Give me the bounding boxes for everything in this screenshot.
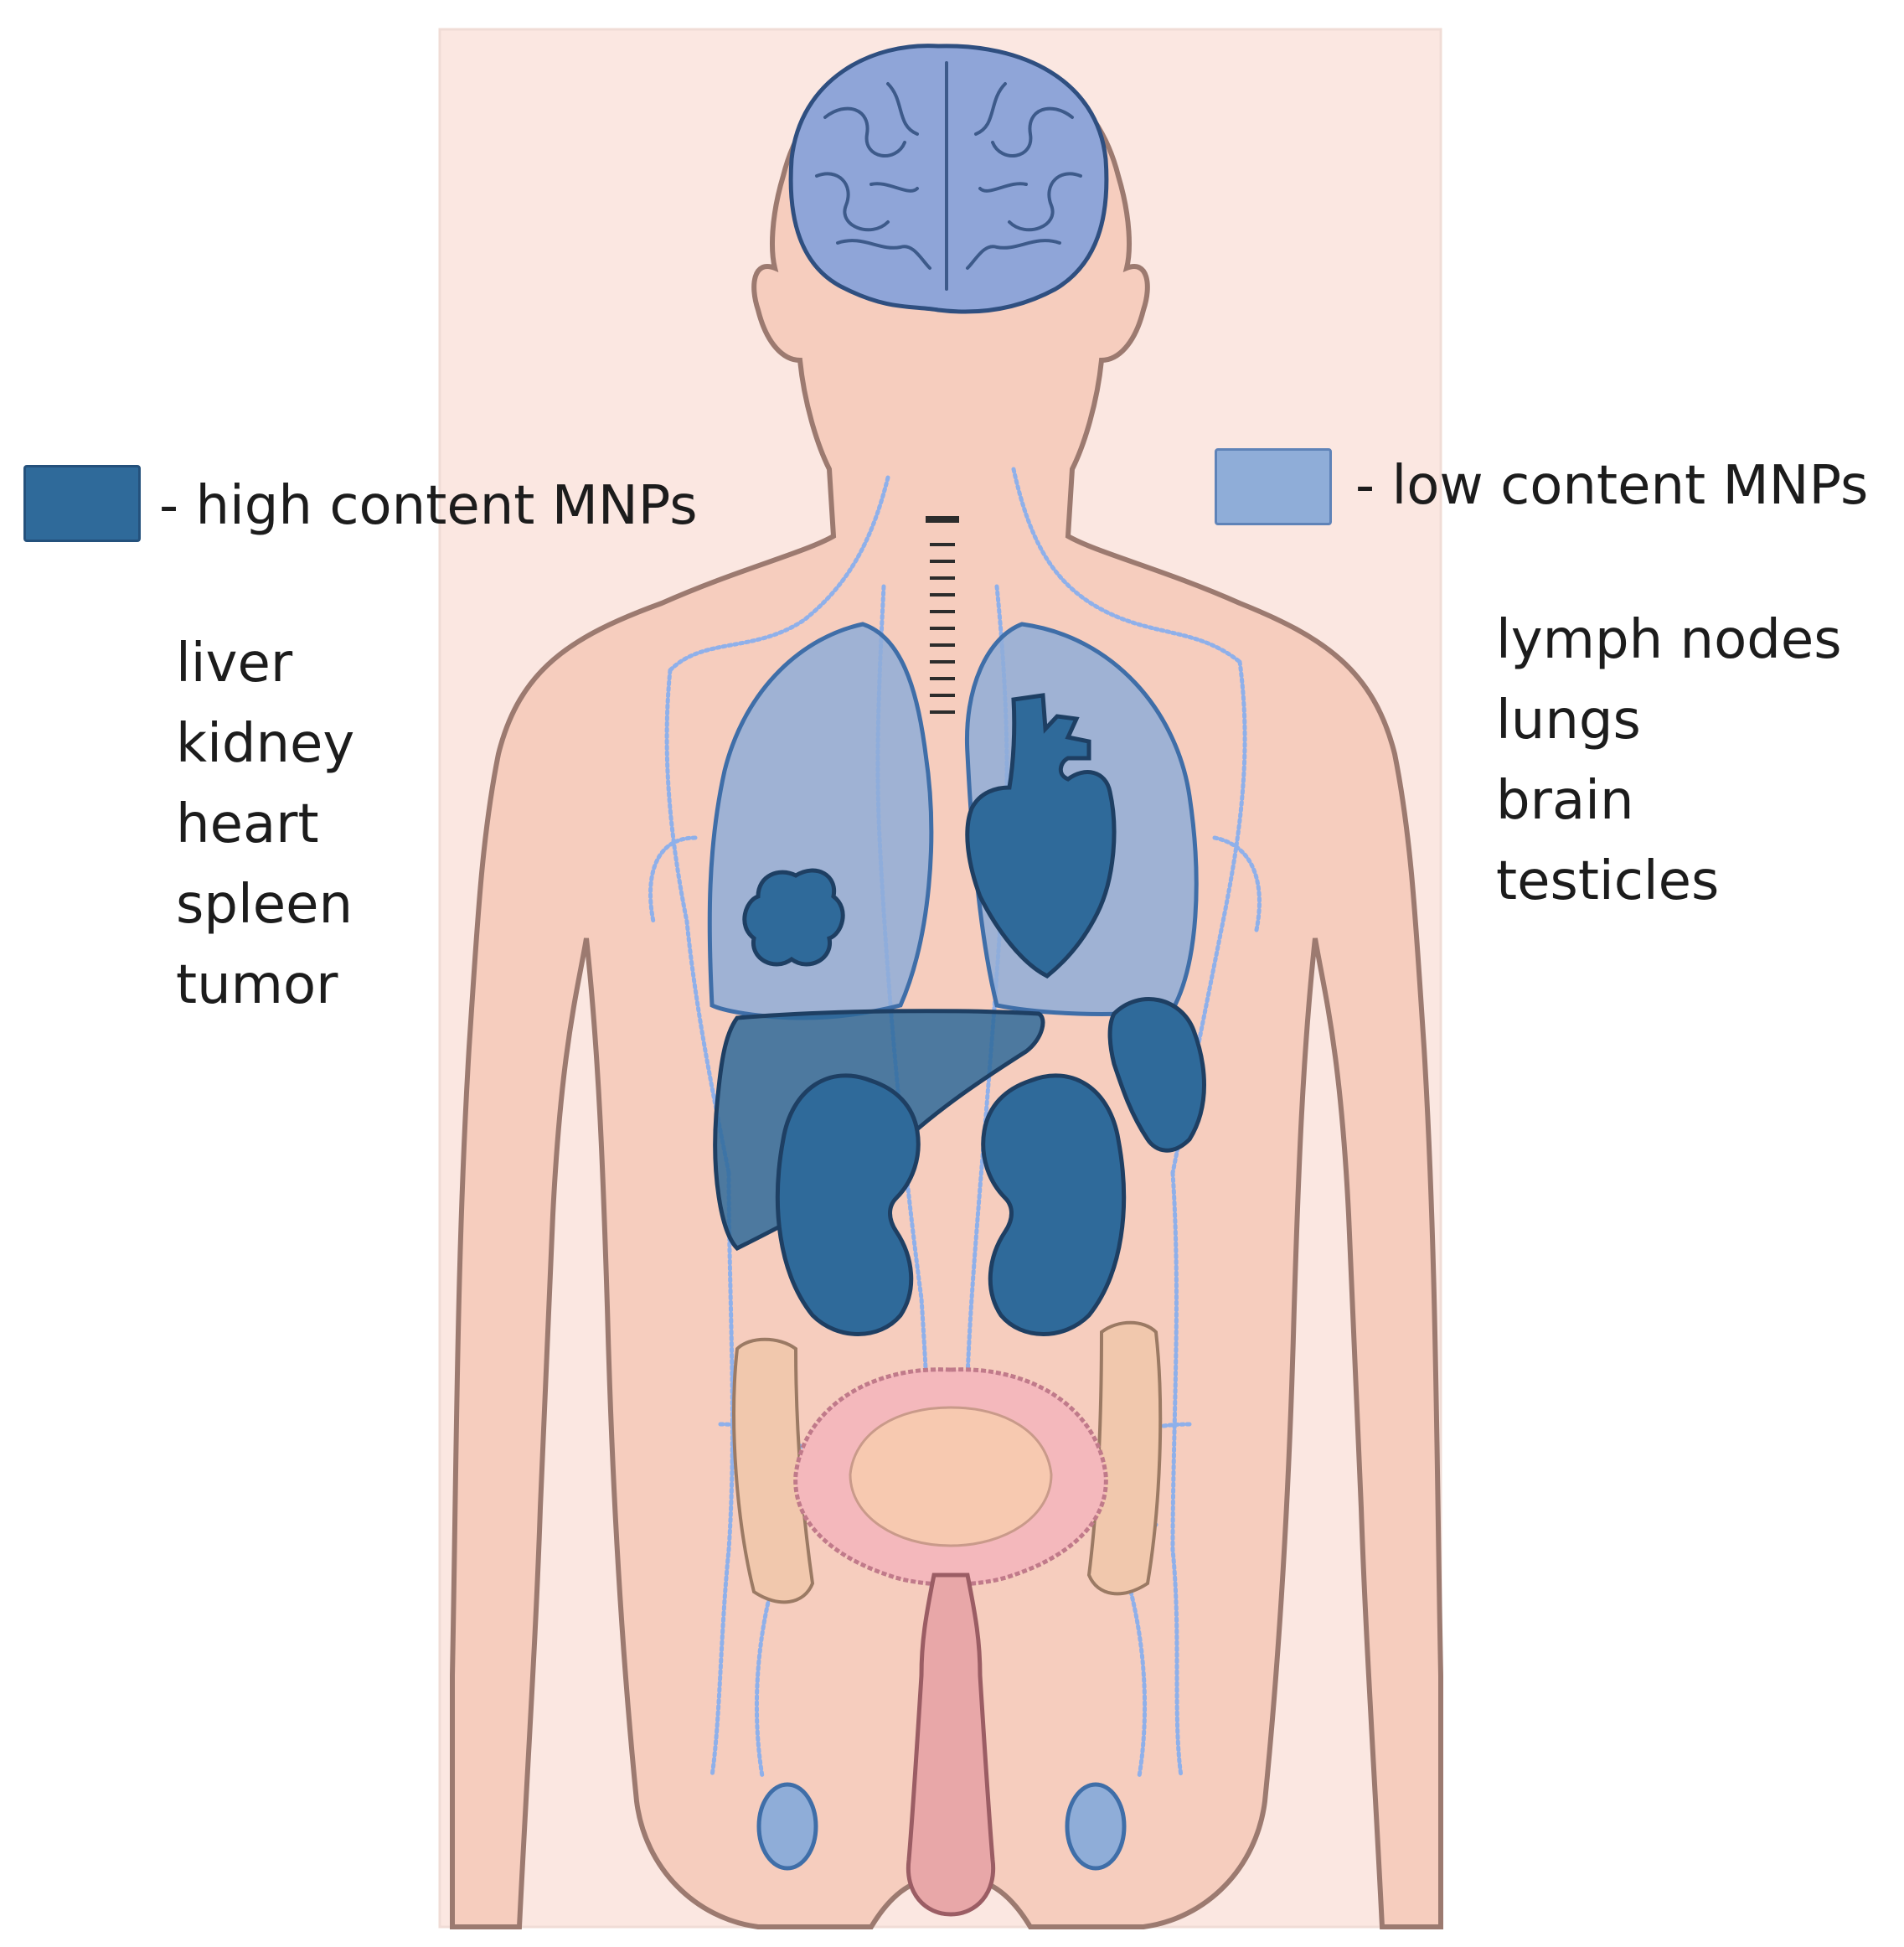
organ-label: tumor <box>176 954 338 1016</box>
organ-label: liver <box>176 633 293 695</box>
organ-label: spleen <box>176 874 353 936</box>
organ-label: brain <box>1496 770 1634 832</box>
organ-label: lymph nodes <box>1496 609 1842 671</box>
legend-low-swatch <box>1215 448 1332 525</box>
legend-high-swatch <box>23 465 141 542</box>
organ-label: testicles <box>1496 850 1720 912</box>
bladder <box>793 1367 1108 1587</box>
legend-low-label: - low content MNPs <box>1355 455 1869 517</box>
tumor <box>742 868 845 967</box>
spleen <box>1107 997 1206 1153</box>
trachea <box>926 516 959 714</box>
left-testicle <box>1065 1782 1127 1871</box>
genitals <box>906 1573 996 1917</box>
organ-label: lungs <box>1496 689 1641 751</box>
high-content-organ-list: liver kidney heart spleen tumor <box>176 623 354 1025</box>
right-testicle <box>756 1782 818 1871</box>
heart <box>965 693 1117 979</box>
left-kidney <box>981 1073 1127 1336</box>
legend-high-label: - high content MNPs <box>159 475 698 537</box>
organ-label: kidney <box>176 713 355 775</box>
low-content-organ-list: lymph nodes lungs brain testicles <box>1496 600 1842 922</box>
right-kidney <box>775 1073 921 1336</box>
organ-label: heart <box>176 793 319 855</box>
colon <box>732 1320 1163 1604</box>
brain <box>788 44 1109 314</box>
